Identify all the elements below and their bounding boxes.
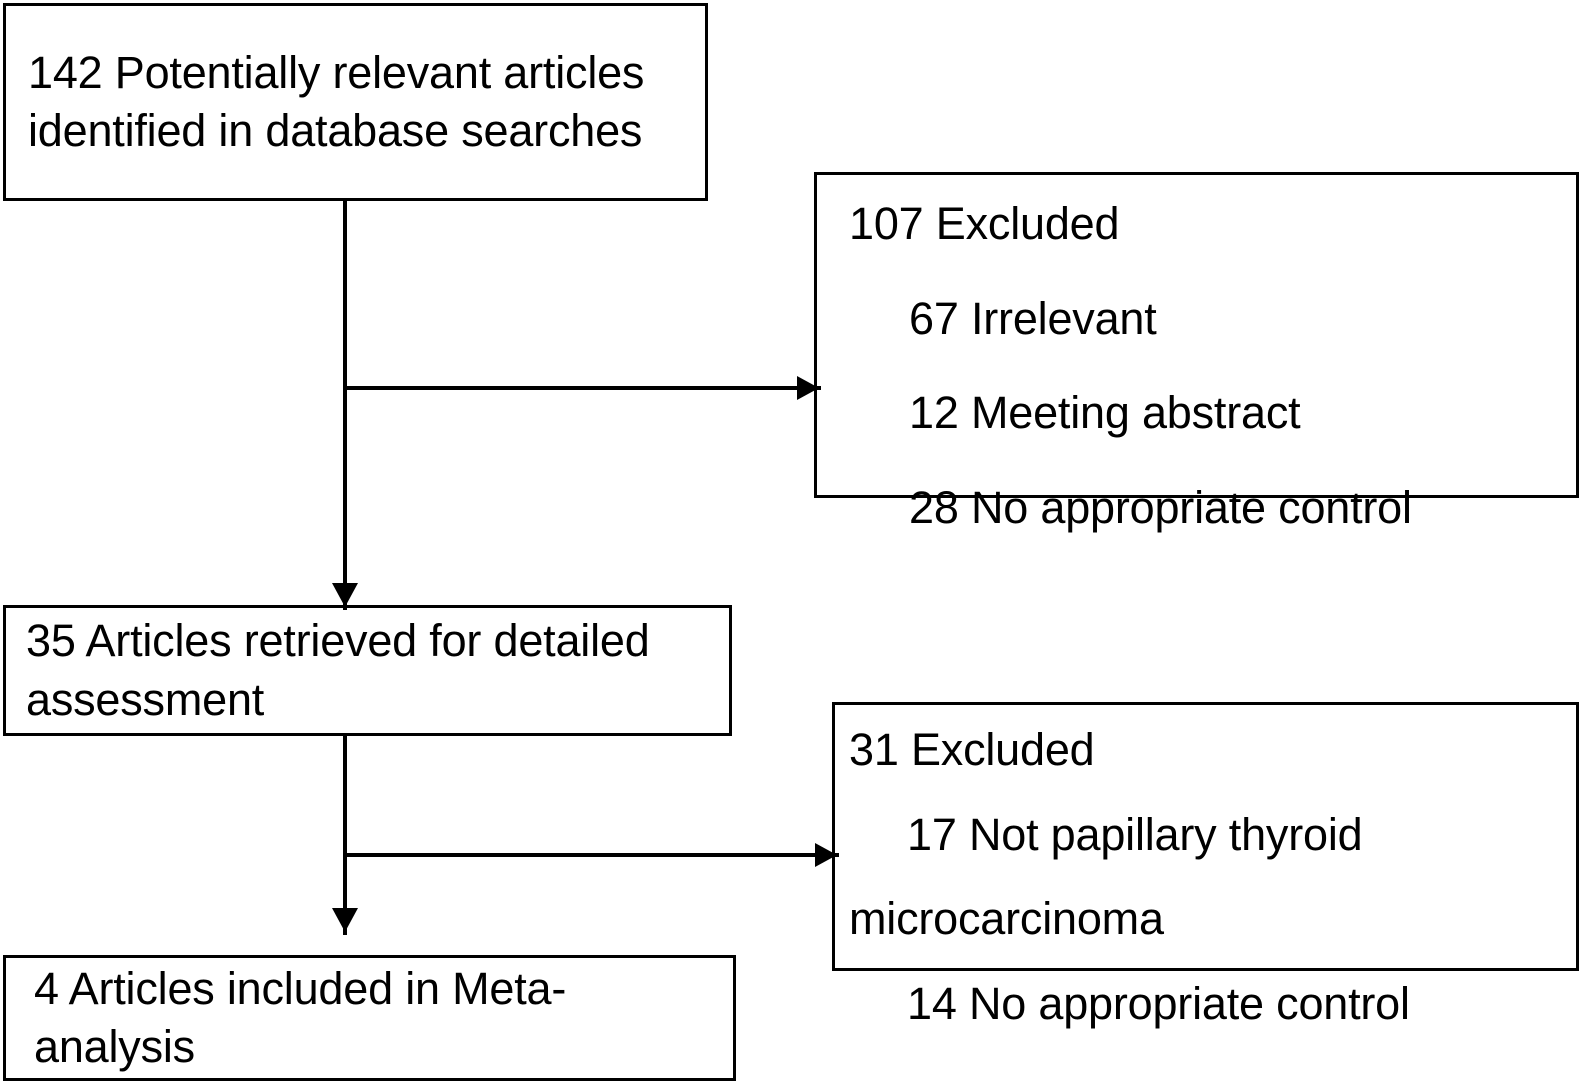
node-included-line-1: 4 Articles included in Meta- bbox=[34, 962, 567, 1014]
arrow-right-icon-to-excluded-2 bbox=[815, 843, 837, 867]
connector-identified-to-excluded-1 bbox=[343, 386, 821, 390]
node-retrieved-line-1: 35 Articles retrieved for detailed bbox=[26, 615, 650, 666]
connector-retrieved-to-included bbox=[343, 735, 347, 935]
excluded-2-heading: 31 Excluded bbox=[849, 724, 1095, 775]
excluded-2-reason-not-ptmc-line-2: microcarcinoma bbox=[849, 893, 1164, 944]
arrow-down-icon-identified-to-retrieved bbox=[332, 583, 358, 607]
excluded-1-reason-meeting-abstract: 12 Meeting abstract bbox=[909, 387, 1301, 438]
node-included-line-2: analysis bbox=[34, 1021, 195, 1072]
connector-identified-to-retrieved bbox=[343, 200, 347, 610]
node-identified-line-2: identified in database searches bbox=[28, 105, 643, 156]
arrow-right-icon-to-excluded-1 bbox=[797, 376, 819, 400]
node-second-exclusion: 31 Excluded 17 Not papillary thyroid mic… bbox=[832, 702, 1579, 1029]
node-first-exclusion: 107 Excluded 67 Irrelevant 12 Meeting ab… bbox=[814, 172, 1579, 533]
node-articles-retrieved: 35 Articles retrieved for detailed asses… bbox=[3, 605, 732, 736]
node-identified-line-1: 142 Potentially relevant articles bbox=[28, 46, 645, 98]
excluded-1-reason-irrelevant: 67 Irrelevant bbox=[909, 292, 1157, 344]
excluded-2-reason-not-ptmc-line-1: 17 Not papillary thyroid bbox=[907, 808, 1363, 860]
node-potentially-relevant-articles: 142 Potentially relevant articles identi… bbox=[3, 3, 708, 201]
node-retrieved-line-2: assessment bbox=[26, 673, 265, 725]
connector-retrieved-to-excluded-2 bbox=[343, 853, 839, 857]
node-articles-included: 4 Articles included in Meta- analysis bbox=[3, 955, 736, 1081]
excluded-1-reason-no-control: 28 No appropriate control bbox=[909, 481, 1412, 533]
arrow-down-icon-retrieved-to-included bbox=[332, 908, 358, 932]
excluded-1-heading: 107 Excluded bbox=[849, 198, 1120, 249]
excluded-2-reason-no-control: 14 No appropriate control bbox=[907, 977, 1410, 1029]
